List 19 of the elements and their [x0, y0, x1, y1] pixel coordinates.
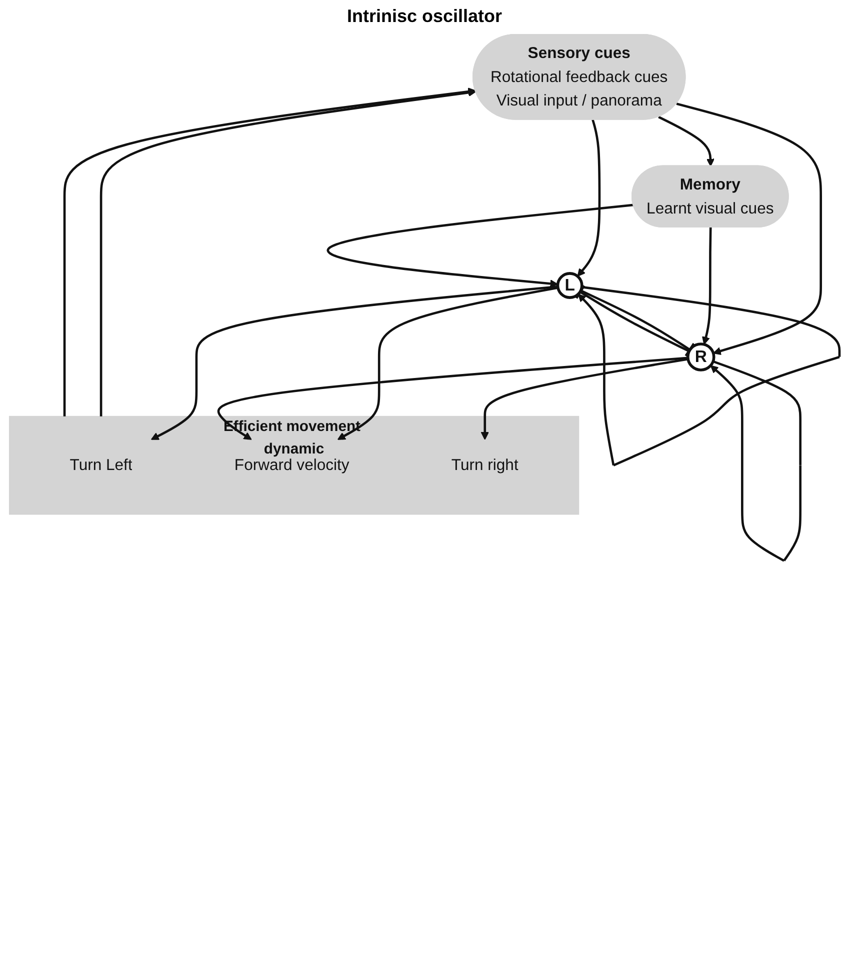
arrow — [328, 204, 634, 288]
connector — [574, 284, 690, 352]
arrow — [676, 102, 822, 355]
node-circle: R — [686, 342, 716, 372]
node-circle: L — [556, 272, 584, 299]
arrow — [337, 286, 558, 440]
arrow — [702, 227, 712, 345]
connector — [580, 290, 696, 358]
arrow — [658, 116, 715, 167]
arrow — [710, 360, 802, 562]
arrow — [577, 120, 601, 277]
node-text: Turn right — [451, 456, 518, 474]
node-text: Forward velocity — [234, 456, 350, 474]
arrow — [578, 286, 841, 466]
arrow — [150, 285, 558, 440]
oscillator-label: Intrinisc oscillator — [346, 6, 502, 27]
arrow — [480, 358, 688, 440]
node-text: Turn Left — [70, 456, 132, 474]
arrow — [218, 356, 688, 440]
